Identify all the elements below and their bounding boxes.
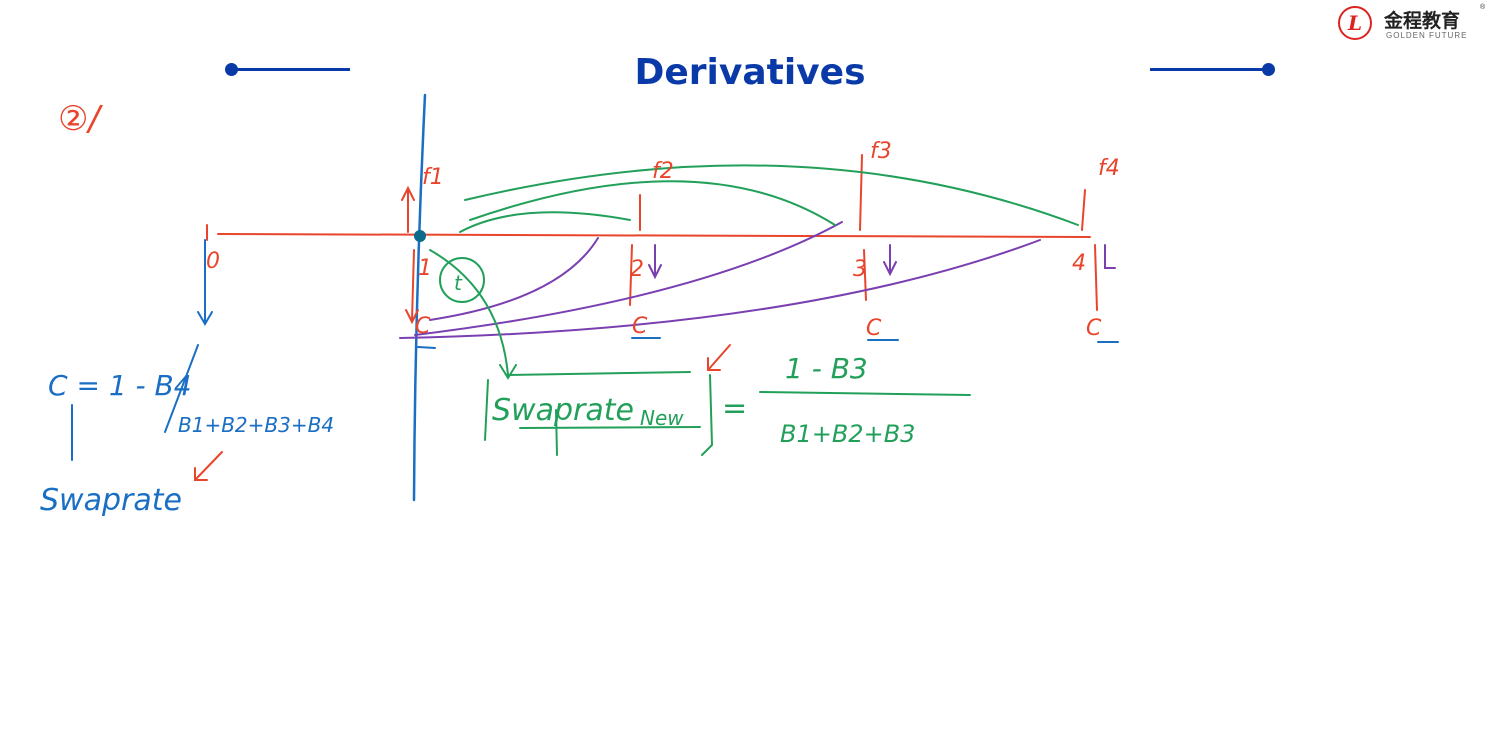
timeline bbox=[217, 233, 1091, 238]
time-label-0: 0 bbox=[206, 249, 220, 274]
left-formula-numerator: C = 1 - B4 bbox=[48, 369, 192, 402]
down-arrow-0 bbox=[197, 239, 213, 326]
logo-seal-icon: L bbox=[1338, 6, 1372, 40]
time-label-2: 2 bbox=[630, 257, 644, 282]
equals-sign: = bbox=[722, 391, 747, 426]
coupon-label-2: C bbox=[632, 314, 648, 339]
slide-title: Derivatives bbox=[634, 52, 866, 93]
company-logo: L 金程教育 ® GOLDEN FUTURE bbox=[1338, 4, 1488, 44]
title-rule-right bbox=[1150, 63, 1275, 76]
forward-label-f1: f1 bbox=[422, 165, 444, 190]
cashflow-arrows bbox=[401, 154, 1098, 325]
new-formula-numerator: 1 - B3 bbox=[785, 352, 868, 385]
new-swaprate-subscript: New bbox=[640, 406, 684, 430]
t-circle-label: t bbox=[454, 271, 463, 295]
forward-label-f4: f4 bbox=[1098, 156, 1120, 181]
coupon-underlines bbox=[417, 337, 1119, 349]
time-label-3: 3 bbox=[853, 257, 867, 282]
logo-registered-mark: ® bbox=[1480, 4, 1486, 11]
left-fraction-bar bbox=[164, 344, 199, 433]
coupon-label-1: C bbox=[415, 314, 431, 339]
time-label-1: 1 bbox=[418, 256, 432, 281]
today-dot bbox=[414, 230, 426, 242]
title-rule-left bbox=[225, 63, 350, 76]
left-result-swaprate: Swaprate bbox=[40, 483, 182, 518]
logo-english-name: GOLDEN FUTURE bbox=[1386, 31, 1468, 40]
left-formula-denominator: B1+B2+B3+B4 bbox=[178, 413, 334, 437]
coupon-label-3: C bbox=[866, 316, 882, 341]
new-formula-denominator: B1+B2+B3 bbox=[780, 420, 915, 448]
green-arcs bbox=[429, 164, 1079, 456]
forward-label-f3: f3 bbox=[870, 139, 892, 164]
coupon-label-4: C bbox=[1086, 316, 1102, 341]
red-check-arrows bbox=[194, 344, 731, 481]
today-line bbox=[412, 93, 427, 502]
logo-chinese-name: 金程教育 bbox=[1384, 10, 1461, 32]
forward-label-f2: f2 bbox=[652, 159, 674, 184]
item-number: ②/ bbox=[58, 99, 103, 139]
purple-discount-arrows bbox=[399, 221, 1116, 339]
time-label-4: 4 bbox=[1072, 251, 1086, 276]
new-swaprate-label: Swaprate bbox=[492, 393, 634, 428]
